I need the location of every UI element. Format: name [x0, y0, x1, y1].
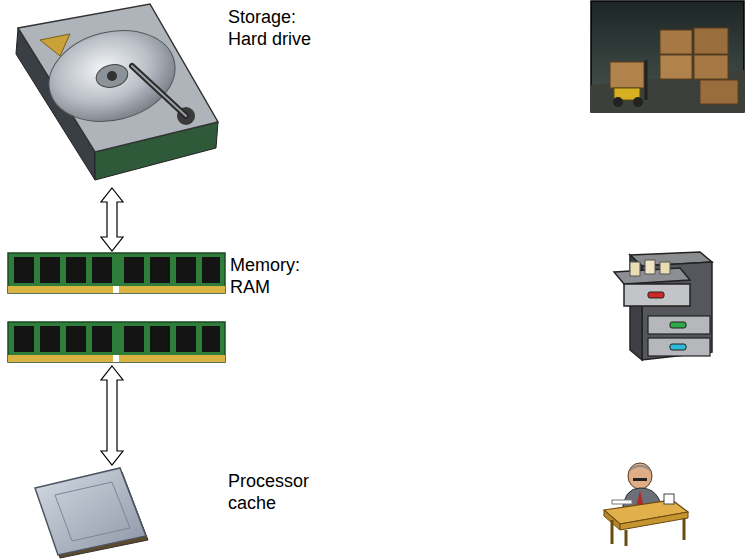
double-arrow-connector — [101, 366, 123, 465]
level-label: Storage: Hard drive — [228, 6, 328, 50]
memory-level-node: Processor cache — [25, 466, 355, 558]
memory-level-node: Memory: RAM — [5, 252, 335, 364]
hard-drive-picture — [16, 4, 218, 180]
level-label: Processor cache — [228, 470, 328, 514]
processor-chip-picture — [35, 468, 148, 558]
level-label: Memory: RAM — [230, 254, 315, 298]
double-arrow-connector — [101, 188, 123, 251]
ram-module-picture — [8, 253, 225, 293]
ram-module-picture — [8, 322, 225, 362]
warehouse-icon — [591, 1, 744, 112]
memory-level-node: Storage: Hard drive — [5, 0, 335, 186]
person-at-desk-icon — [604, 463, 688, 546]
filing-cabinet-icon — [614, 252, 712, 360]
